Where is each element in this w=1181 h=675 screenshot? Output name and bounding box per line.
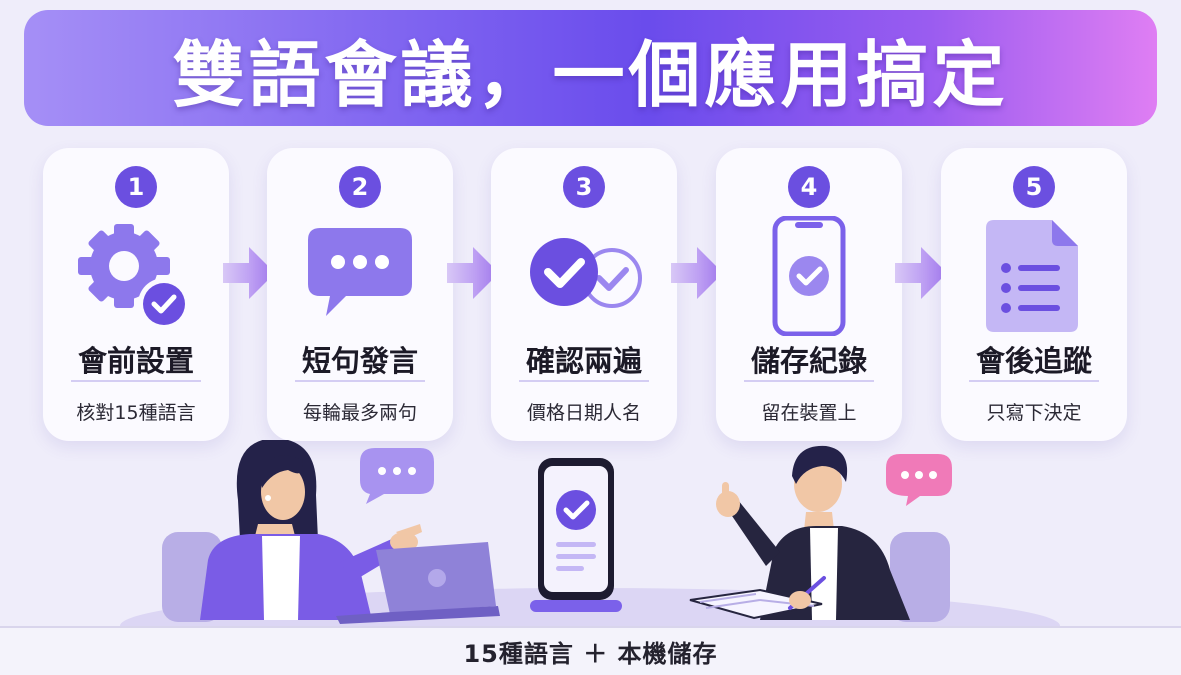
step-subtitle: 只寫下決定 [986, 402, 1082, 424]
divider [295, 380, 425, 382]
divider [519, 380, 649, 382]
step-title: 短句發言 [301, 344, 418, 378]
divider [969, 380, 1099, 382]
step-card-5: 5 會後追蹤 只寫下決定 [941, 148, 1127, 441]
step-subtitle: 留在裝置上 [761, 402, 857, 424]
step-title: 儲存紀錄 [750, 344, 867, 378]
step-number-badge: 1 [115, 166, 157, 208]
footer-caption: 15種語言 ＋ 本機儲存 [463, 640, 718, 668]
step-title: 會後追蹤 [975, 344, 1092, 378]
step-number-badge: 5 [1013, 166, 1055, 208]
step-number-badge: 2 [339, 166, 381, 208]
document-list-icon [986, 220, 1078, 332]
gear-check-icon [78, 224, 190, 330]
step-title: 確認兩遍 [525, 344, 642, 378]
title-banner: 雙語會議，一個應用搞定 [24, 10, 1157, 126]
step-card-3: 3 確認兩遍 價格日期人名 [491, 148, 677, 441]
step-subtitle: 核對15種語言 [76, 402, 196, 424]
woman-figure [200, 440, 422, 620]
step-subtitle: 每輪最多兩句 [302, 402, 417, 424]
footer-bar: 15種語言 ＋ 本機儲存 [0, 626, 1181, 675]
meeting-illustration [120, 440, 1060, 626]
divider [744, 380, 874, 382]
step-title: 會前設置 [77, 344, 194, 378]
step-card-2: 2 短句發言 每輪最多兩句 [267, 148, 453, 441]
arrow-right-icon [671, 247, 723, 299]
laptop [336, 542, 500, 624]
chair-right [890, 532, 950, 622]
step-card-1: 1 會前設置 核對15種語言 [43, 148, 229, 441]
phone-check-icon [530, 458, 622, 612]
phone-check-icon [772, 216, 846, 336]
step-number-badge: 3 [563, 166, 605, 208]
notebook [689, 576, 826, 620]
step-card-4: 4 儲存紀錄 留在裝置上 [716, 148, 902, 441]
arrow-right-icon [223, 247, 275, 299]
speech-bubble-icon [308, 228, 412, 316]
arrow-right-icon [895, 247, 947, 299]
divider [71, 380, 201, 382]
speech-bubble-icon [360, 448, 434, 504]
page-title: 雙語會議，一個應用搞定 [172, 32, 1009, 117]
speech-bubble-icon [886, 454, 952, 506]
step-number-badge: 4 [788, 166, 830, 208]
step-subtitle: 價格日期人名 [526, 402, 641, 424]
arrow-right-icon [447, 247, 499, 299]
double-check-icon [530, 238, 642, 308]
